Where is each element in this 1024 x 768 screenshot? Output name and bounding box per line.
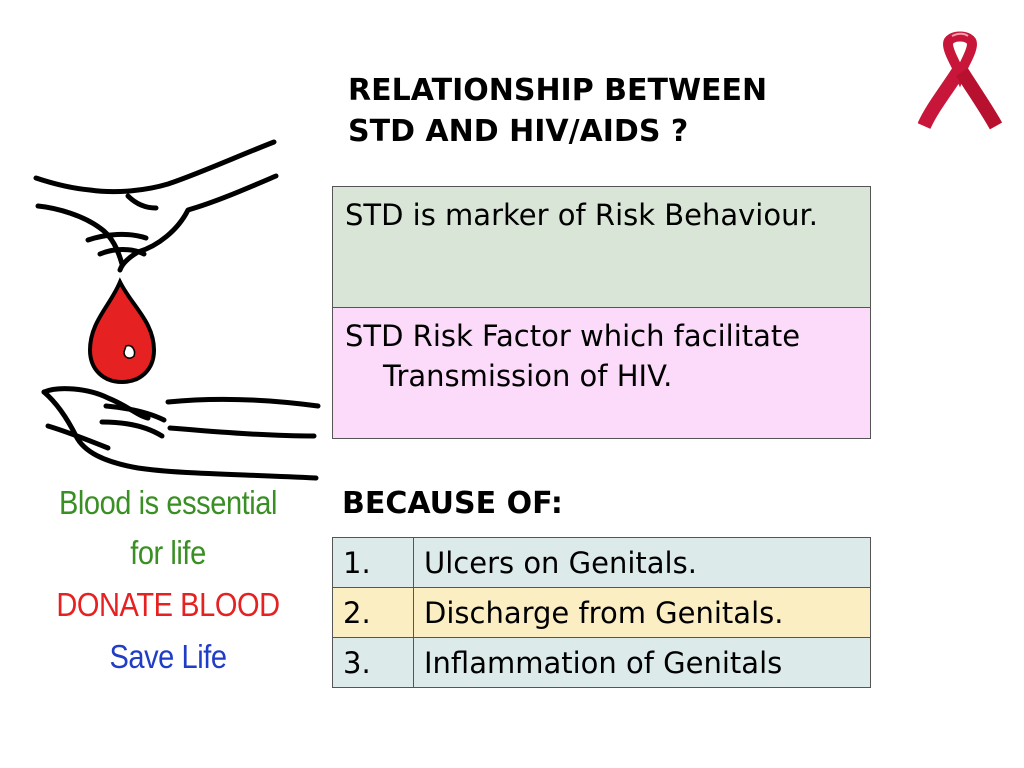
- because-heading: BECAUSE OF:: [342, 486, 563, 521]
- cause-number: 3.: [332, 637, 414, 688]
- red-ribbon-icon: [918, 31, 1002, 130]
- slide-title-line1: RELATIONSHIP BETWEEN: [348, 73, 768, 108]
- cause-text: Ulcers on Genitals.: [413, 537, 871, 588]
- table-row: 1. Ulcers on Genitals.: [332, 537, 871, 588]
- cause-text: Inflammation of Genitals: [413, 637, 871, 688]
- poster-line-save-life: Save Life: [109, 638, 227, 675]
- cause-number: 2.: [332, 587, 414, 638]
- fact-row: STD Risk Factor which facilitate Transmi…: [332, 307, 871, 439]
- fact-text: STD Risk Factor which facilitate Transmi…: [345, 319, 801, 393]
- slide-title-line2: STD AND HIV/AIDS ?: [348, 114, 689, 149]
- fact-row: STD is marker of Risk Behaviour.: [332, 186, 871, 308]
- poster-line-blood-essential: Blood is essential: [58, 484, 278, 521]
- cause-number: 1.: [332, 537, 414, 588]
- hands-blood-drop-illustration: [33, 139, 321, 481]
- facts-table: STD is marker of Risk Behaviour. STD Ris…: [332, 186, 871, 439]
- slide-title: RELATIONSHIP BETWEEN STD AND HIV/AIDS ?: [348, 70, 868, 152]
- fact-text: STD is marker of Risk Behaviour.: [345, 198, 818, 232]
- table-row: 3. Inflammation of Genitals: [332, 637, 871, 688]
- causes-table: 1. Ulcers on Genitals. 2. Discharge from…: [332, 537, 871, 688]
- fact-cell: STD Risk Factor which facilitate Transmi…: [332, 307, 871, 439]
- table-row: 2. Discharge from Genitals.: [332, 587, 871, 638]
- poster-line-for-life: for life: [130, 534, 206, 571]
- fact-cell: STD is marker of Risk Behaviour.: [332, 186, 871, 308]
- cause-text: Discharge from Genitals.: [413, 587, 871, 638]
- poster-line-donate-blood: DONATE BLOOD: [56, 586, 280, 623]
